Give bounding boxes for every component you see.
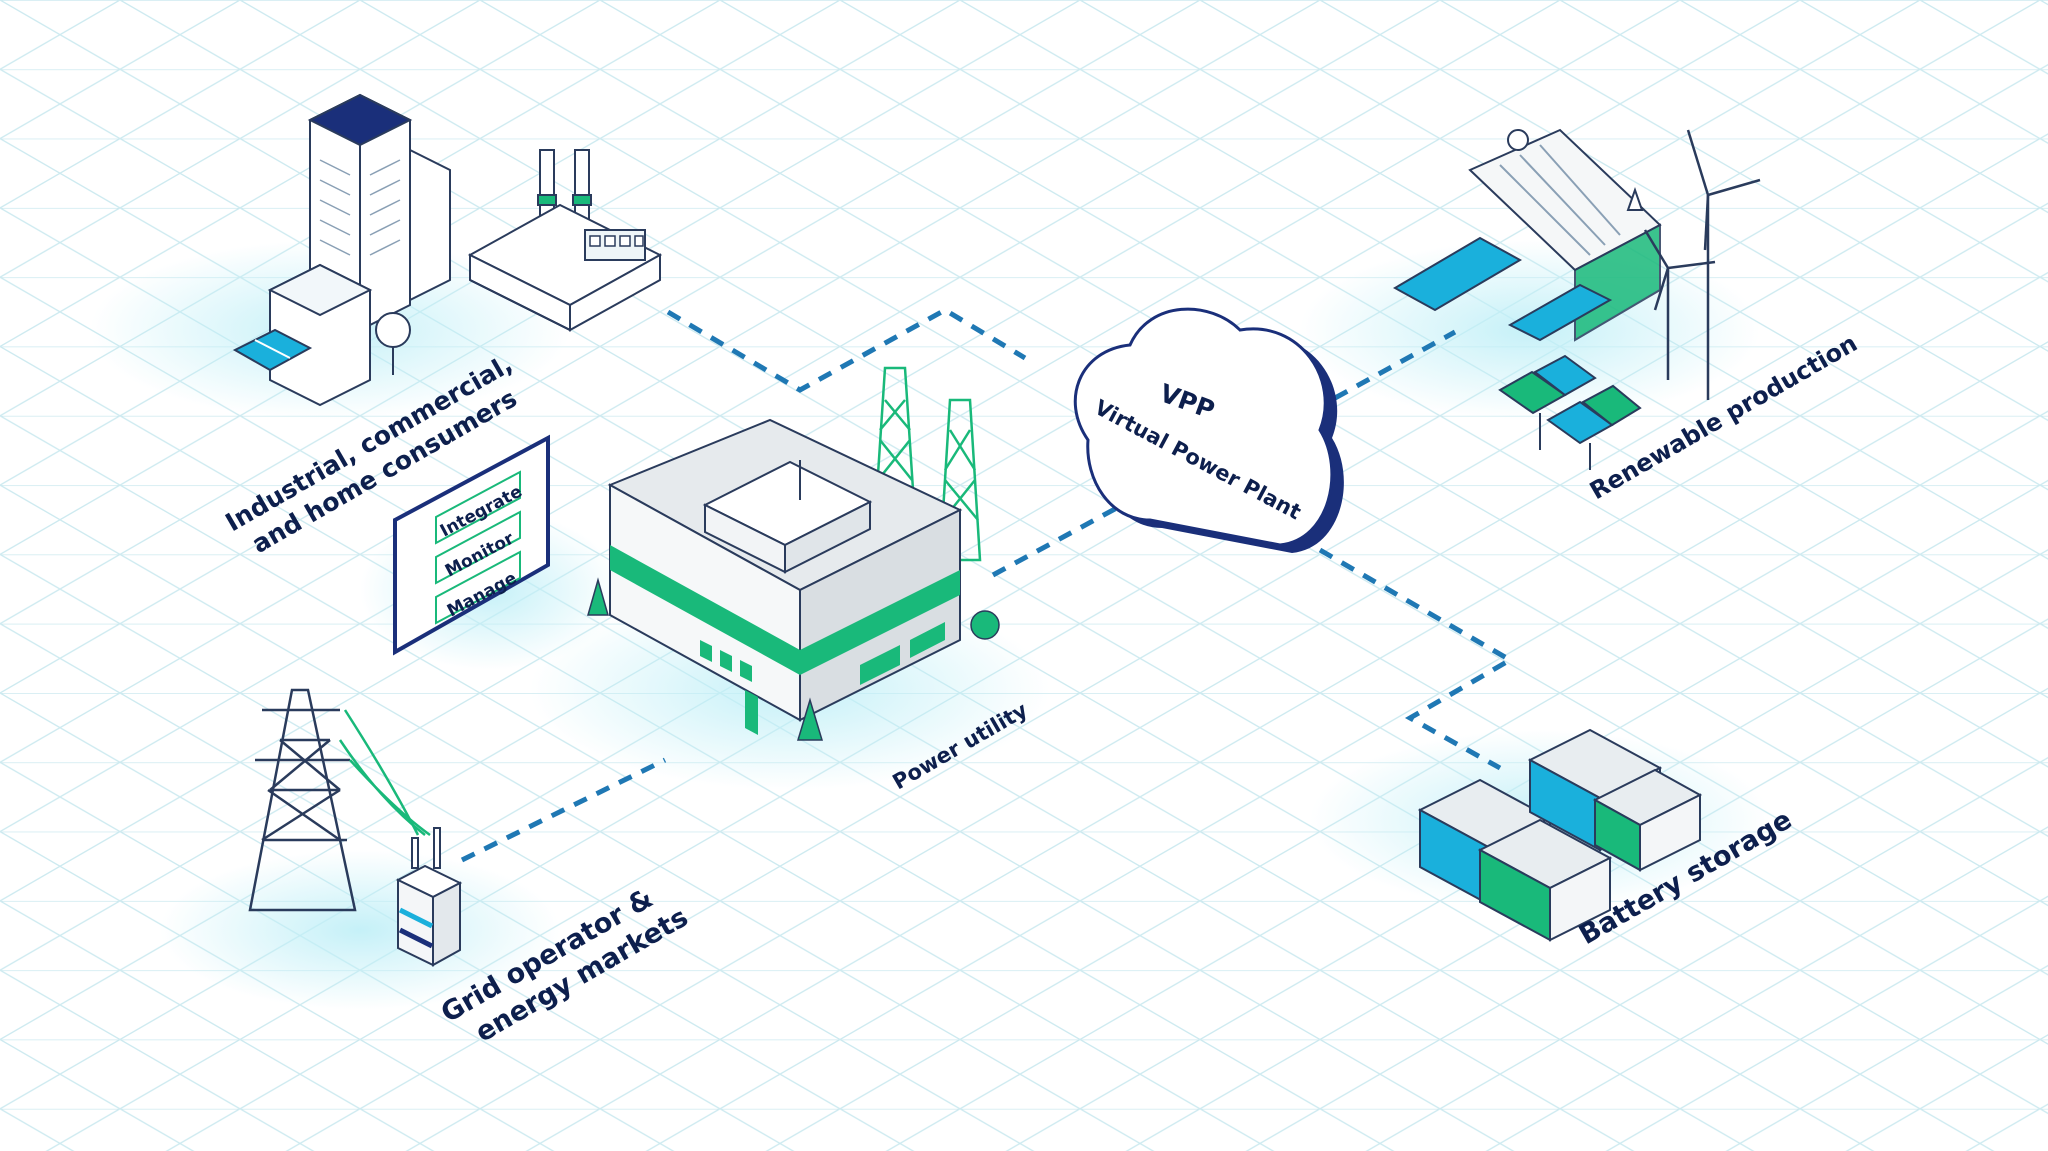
hydro-dam-icon [1392,128,1662,342]
vpp-cloud-icon: VPP Virtual Power Plant [1073,307,1344,553]
substation-icon [395,827,463,967]
connector-cloud-battery [1318,547,1515,771]
wind-turbine-icon [1643,129,1761,400]
connector-utility-cloud [991,487,1152,578]
factory-icon [467,149,663,332]
connector-grid-utility [460,757,667,863]
connector-consumers-cloud [666,307,1027,393]
control-panel-icon: Integrate Monitor Manage [393,434,550,656]
office-buildings-icon [232,93,451,407]
solar-panel-icon [1498,354,1642,470]
power-plant-icon [587,366,1000,741]
transmission-tower-icon [248,688,431,912]
battery-container-icon [1417,728,1703,942]
connector-lines [460,307,1515,863]
